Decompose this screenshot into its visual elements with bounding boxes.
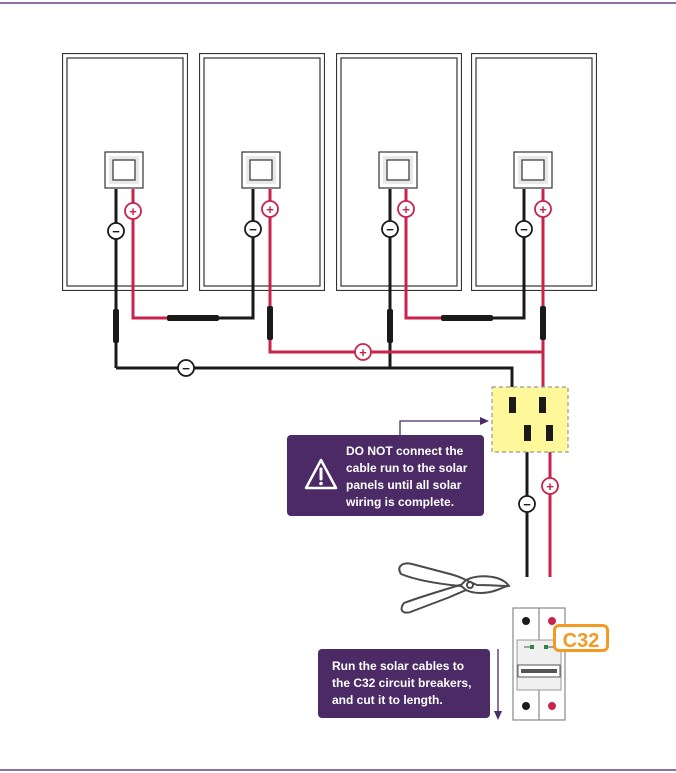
minus-marker: −: [518, 495, 536, 513]
plus-marker: +: [354, 343, 372, 361]
plus-marker: +: [397, 200, 415, 218]
mc4-connectors: [113, 306, 546, 343]
plus-marker: +: [541, 477, 559, 495]
svg-text:+: +: [266, 202, 274, 217]
leader-arrowhead: [480, 417, 489, 425]
svg-text:+: +: [402, 202, 410, 217]
svg-text:+: +: [546, 479, 554, 494]
svg-text:+: +: [539, 202, 547, 217]
svg-text:−: −: [520, 222, 528, 237]
junction-box: [491, 386, 569, 453]
svg-text:−: −: [386, 222, 394, 237]
minus-marker: −: [381, 220, 399, 238]
solar-panel-3: [336, 53, 462, 291]
polarity-markers: − + − + − + − +: [107, 200, 559, 513]
callout-leader-line: [399, 420, 481, 435]
svg-text:+: +: [129, 204, 137, 219]
svg-text:−: −: [112, 224, 120, 239]
svg-text:−: −: [249, 222, 257, 237]
svg-text:−: −: [182, 361, 190, 376]
cable-callout-text: Run the solar cables to the C32 circuit …: [332, 659, 472, 707]
warning-callout: DO NOT connect the cable run to the sola…: [287, 435, 484, 516]
solar-panel-4: [471, 53, 597, 291]
svg-text:−: −: [523, 497, 531, 512]
wire-cutter-icon: [398, 562, 510, 614]
minus-marker: −: [244, 220, 262, 238]
down-arrowhead: [494, 711, 502, 720]
warning-triangle-icon: [304, 458, 338, 490]
minus-marker: −: [177, 359, 195, 377]
solar-panel-2: [199, 53, 325, 291]
cable-callout: Run the solar cables to the C32 circuit …: [318, 649, 490, 718]
svg-text:+: +: [359, 345, 367, 360]
warning-callout-text: DO NOT connect the cable run to the sola…: [346, 444, 468, 509]
plus-marker: +: [124, 202, 142, 220]
plus-marker: +: [534, 200, 552, 218]
minus-marker: −: [515, 220, 533, 238]
plus-marker: +: [261, 200, 279, 218]
solar-panel-1: [62, 53, 188, 291]
minus-marker: −: [107, 222, 125, 240]
breaker-rating-badge: C32: [553, 624, 609, 652]
